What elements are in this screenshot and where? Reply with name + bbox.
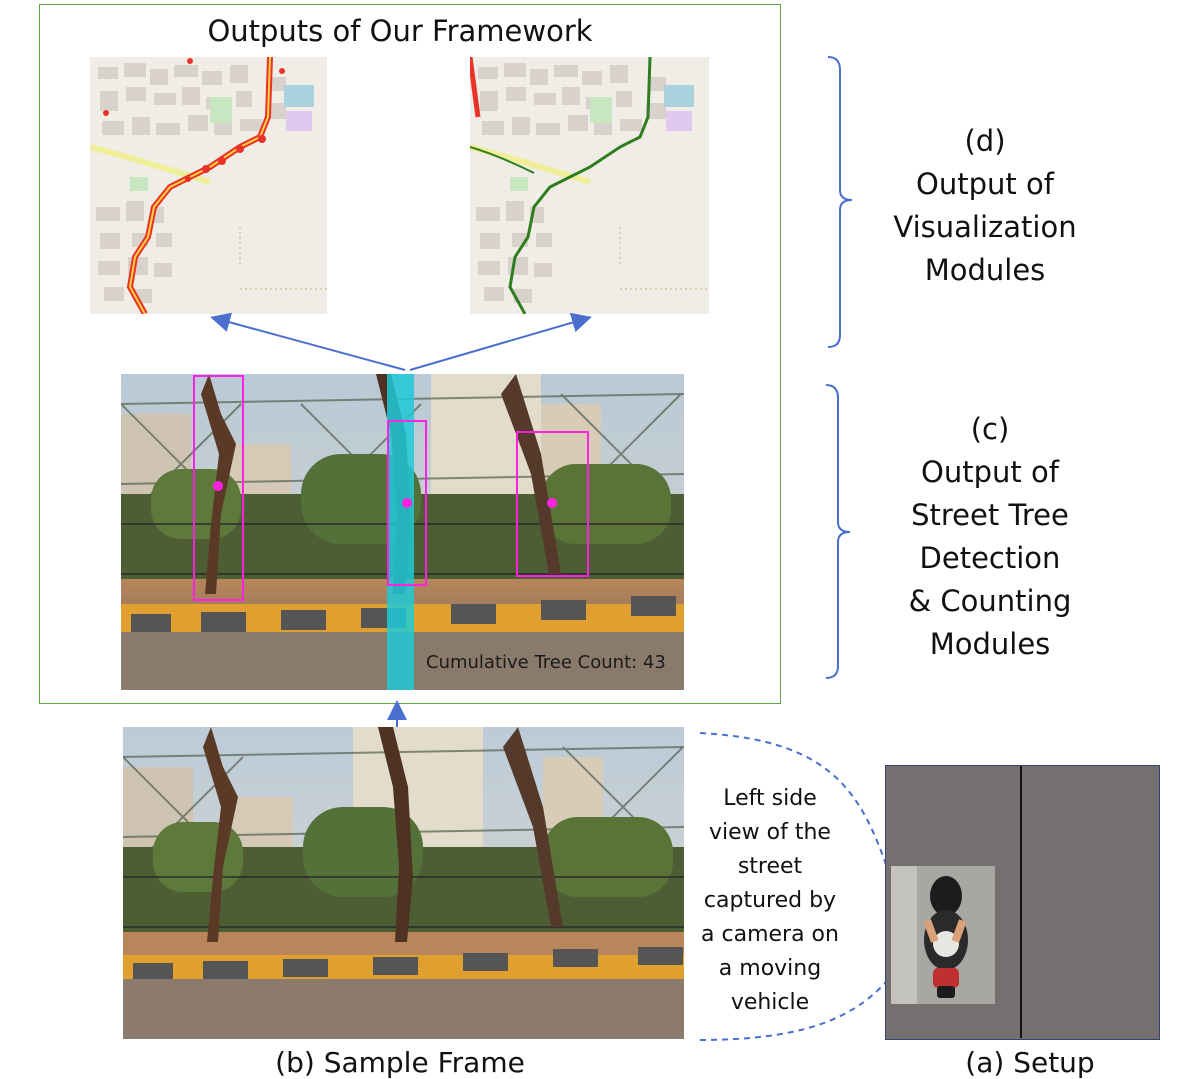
setup-caption-line: view of the	[709, 820, 831, 845]
lane-divider	[1020, 766, 1022, 1038]
heatmap-map	[90, 57, 327, 314]
cumulative-tree-count: Cumulative Tree Count: 43	[426, 652, 666, 673]
setup-caption-line: street	[737, 854, 803, 879]
detection-frame	[121, 374, 684, 690]
setup-caption-line: a moving	[718, 956, 822, 981]
label-c-line: Output of	[921, 455, 1059, 489]
framework-title: Outputs of Our Framework	[207, 14, 593, 48]
arrow-to-tree-route	[409, 312, 592, 371]
label-c-line: Street Tree	[911, 498, 1069, 532]
label-c-line: Modules	[929, 627, 1051, 661]
label-d-line: Modules	[924, 253, 1046, 287]
label-d-line: Visualization	[893, 210, 1077, 244]
setup-caption-line: captured by	[703, 888, 837, 913]
setup-caption-line: a camera on	[701, 922, 839, 947]
rider-top-view	[891, 866, 995, 1004]
label-d-line: Output of	[916, 167, 1054, 201]
arrow-to-heatmap	[210, 312, 406, 371]
setup-label: (a) Setup	[965, 1046, 1095, 1079]
sample-frame	[123, 727, 684, 1039]
label-visualization-modules: (d) Output of Visualization Modules	[870, 120, 1100, 292]
label-d-line: (d)	[964, 124, 1006, 158]
framework-box	[39, 4, 781, 704]
label-detection-counting-modules: (c) Output of Street Tree Detection & Co…	[870, 408, 1110, 666]
setup-caption: Left side view of the street captured by…	[700, 782, 840, 1020]
sample-frame-label: (b) Sample Frame	[275, 1046, 525, 1079]
label-c-line: Detection	[919, 541, 1061, 575]
setup-caption-line: vehicle	[730, 990, 810, 1015]
bracket-c	[825, 384, 851, 679]
label-c-line: (c)	[970, 412, 1010, 446]
label-c-line: & Counting	[908, 584, 1072, 618]
bracket-d	[827, 56, 853, 348]
setup-caption-line: Left side	[723, 786, 817, 811]
tree-route-map	[470, 57, 709, 314]
setup-callout	[699, 732, 889, 1041]
